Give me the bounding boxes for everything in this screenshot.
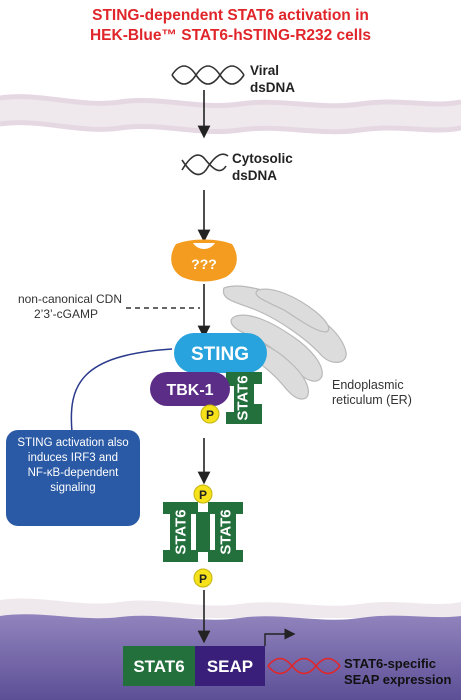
- seap-mrna-icon: [267, 657, 341, 675]
- svg-text:P: P: [199, 572, 207, 586]
- phospho-badge-top: [193, 484, 213, 504]
- unknown-sensor: [171, 239, 237, 282]
- cytosolic-dsdna-icon: [181, 153, 229, 176]
- plasma-membrane: [0, 96, 461, 132]
- nuclear-membrane: [0, 598, 461, 618]
- svg-text:???: ???: [191, 256, 217, 272]
- svg-text:STING: STING: [191, 344, 249, 365]
- diagram-title: STING-dependent STAT6 activation in HEK-…: [0, 6, 461, 46]
- viral-dsdna-icon: [171, 65, 245, 85]
- endoplasmic-reticulum: [222, 285, 347, 400]
- stat6-dimer: STAT6 STAT6: [163, 502, 243, 562]
- svg-text:P: P: [199, 488, 207, 502]
- svg-text:TBK-1: TBK-1: [166, 382, 213, 399]
- title-line-1: STING-dependent STAT6 activation in: [92, 7, 369, 24]
- phospho-badge: [200, 404, 220, 424]
- sting-protein: [174, 333, 267, 373]
- irf3-nfkb-note: STING activation also induces IRF3 and N…: [6, 430, 140, 526]
- stat6-promoter-box: [123, 646, 195, 686]
- svg-text:STAT6: STAT6: [133, 657, 184, 676]
- svg-text:SEAP: SEAP: [207, 657, 253, 676]
- svg-text:STAT6: STAT6: [218, 509, 235, 554]
- svg-text:STAT6: STAT6: [235, 375, 252, 420]
- svg-text:P: P: [206, 408, 214, 422]
- stat6-monomer: [226, 372, 262, 424]
- title-line-2: HEK-Blue™ STAT6-hSTING-R232 cells: [89, 27, 372, 44]
- tbk1-kinase: [150, 372, 230, 406]
- svg-text:STAT6: STAT6: [173, 509, 190, 554]
- phospho-badge-bottom: [193, 568, 213, 588]
- seap-gene-box: [195, 646, 265, 686]
